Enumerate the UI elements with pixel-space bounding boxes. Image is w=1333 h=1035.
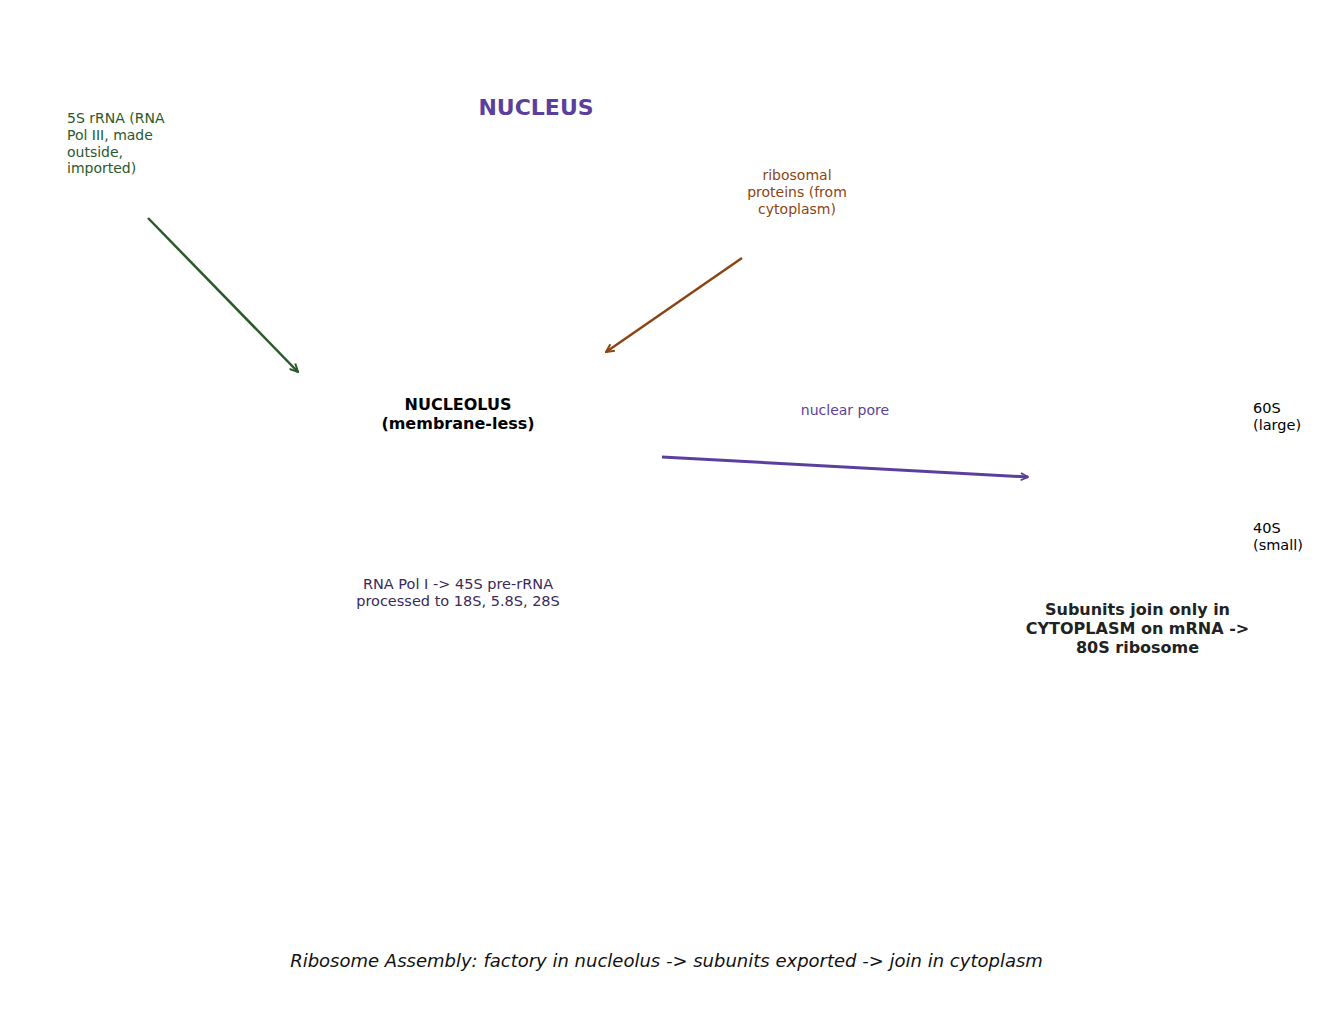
caption: Ribosome Assembly: factory in nucleolus … <box>0 950 1333 971</box>
region-title: NUCLEOLUS (membrane-less) <box>368 395 548 433</box>
small-subunit-outline <box>1071 537 1201 588</box>
small-subunit: 40S (small) <box>1071 537 1201 588</box>
nucleolus-ellipse: NUCLEOLUS (membrane-less)RNA Pol I -> 45… <box>263 267 653 567</box>
import-arrow <box>148 218 298 372</box>
subunit-label: 60S (large) <box>1253 400 1333 435</box>
edge-label: nuclear pore <box>745 402 945 418</box>
process-note: RNA Pol I -> 45S pre-rRNA processed to 1… <box>333 576 583 611</box>
large-subunit-shape <box>1044 347 1227 417</box>
source-note: ribosomal proteins (from cytoplasm) <box>732 167 862 217</box>
cytoplasm-group: Subunits join only in CYTOPLASM on mRNA … <box>1030 340 1245 670</box>
nucleus-ellipse-shape <box>93 75 979 759</box>
nucleolus-ellipse-shape <box>263 267 653 567</box>
cytoplasm-note: Subunits join only in CYTOPLASM on mRNA … <box>1025 600 1250 658</box>
subunit-label: 40S (small) <box>1253 520 1333 555</box>
large-subunit-outline <box>1044 347 1227 417</box>
source-note: 5S rRNA (RNA Pol III, made outside, impo… <box>67 110 179 177</box>
import-arrow <box>606 258 742 352</box>
large-subunit: 60S (large) <box>1044 347 1227 417</box>
export-arrow <box>662 457 1028 477</box>
small-subunit-shape <box>1071 537 1201 588</box>
region-title: NUCLEUS <box>93 95 979 121</box>
